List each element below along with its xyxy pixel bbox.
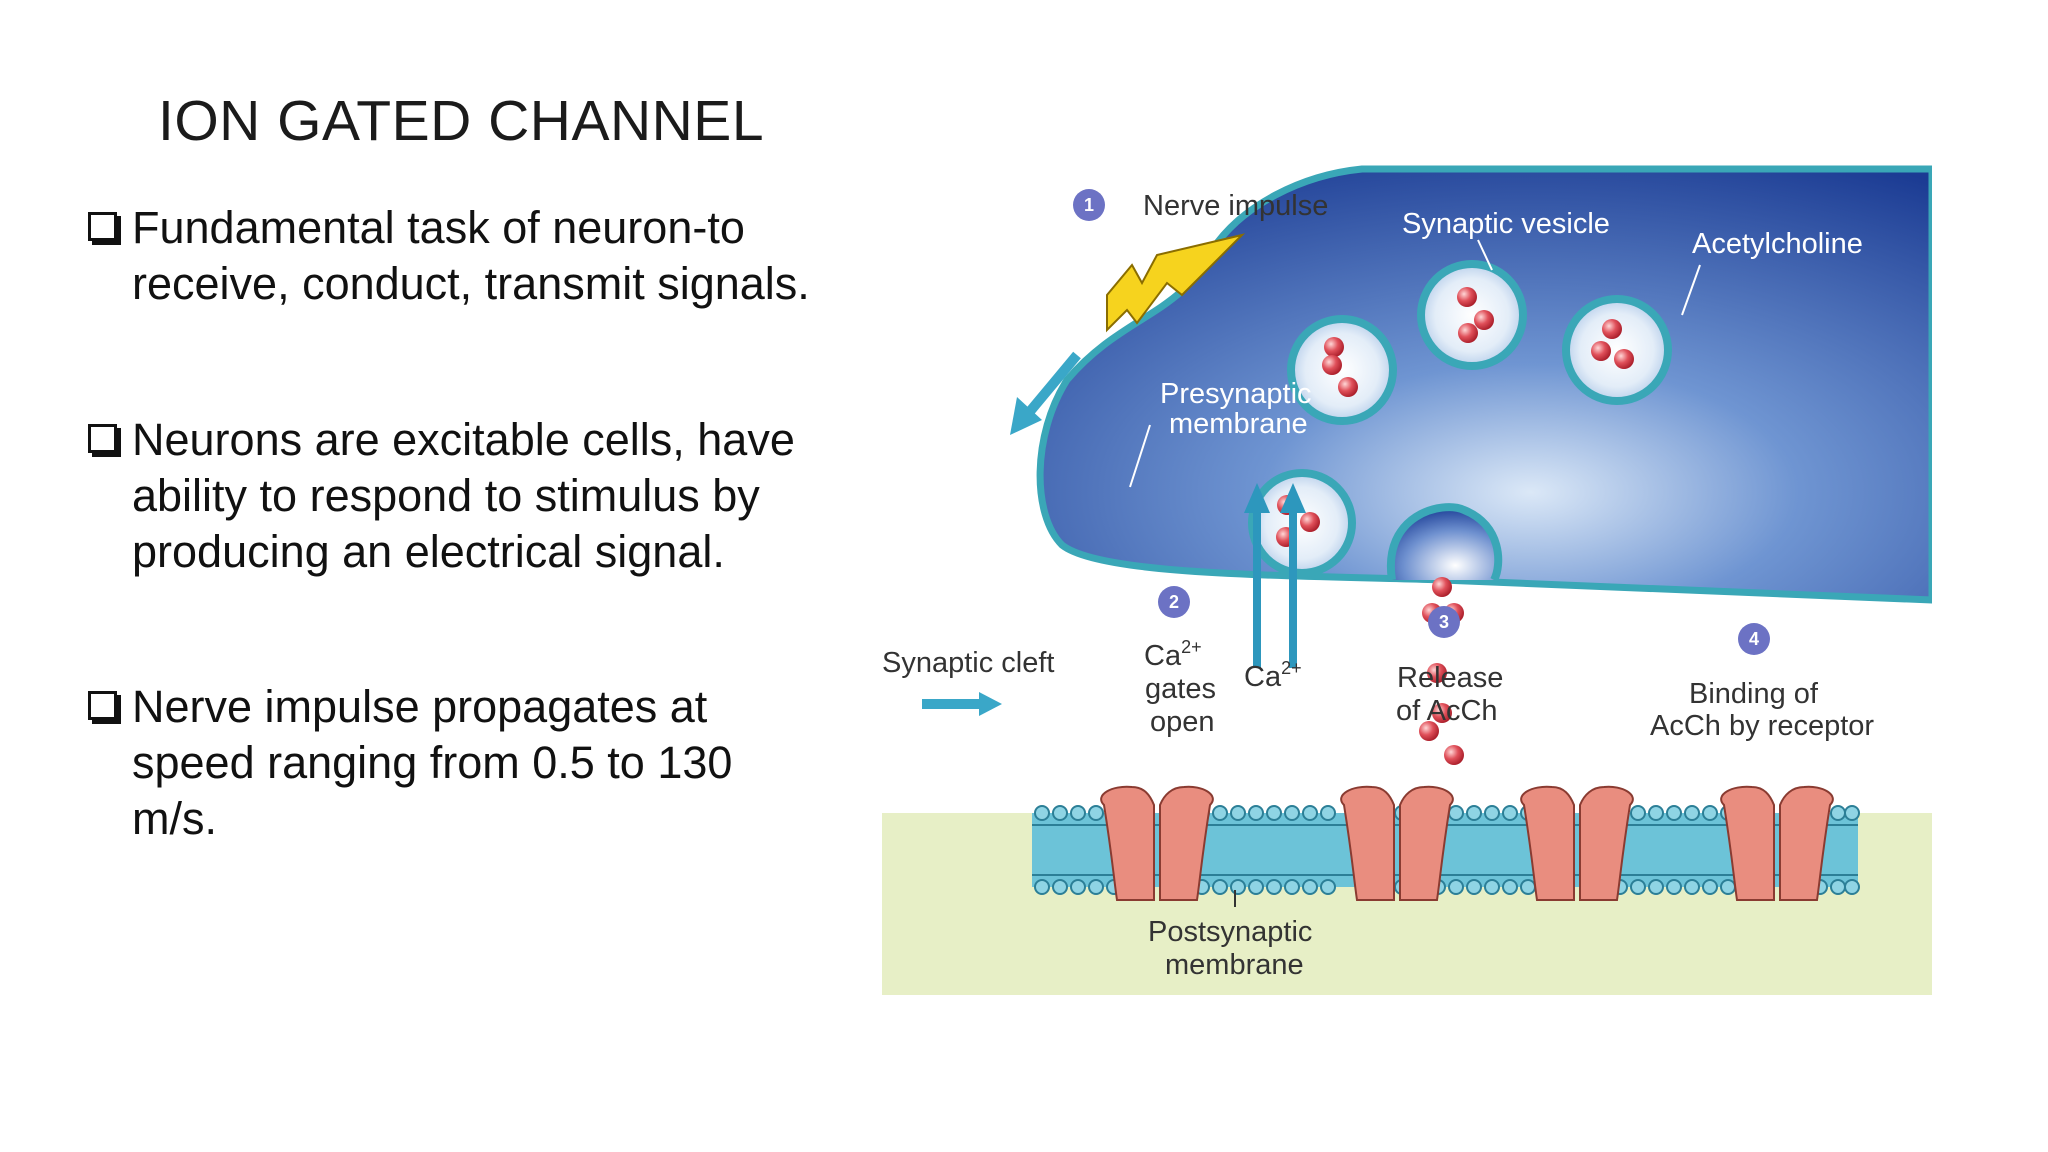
svg-text:1: 1 bbox=[1084, 195, 1094, 215]
label-open: open bbox=[1150, 706, 1215, 738]
checkbox-bullet-icon bbox=[88, 424, 117, 453]
bullet-list: Fundamental task of neuron-to receive, c… bbox=[84, 200, 814, 947]
svg-text:3: 3 bbox=[1439, 612, 1449, 632]
checkbox-bullet-icon bbox=[88, 212, 117, 241]
bullet-text: Fundamental task of neuron-to receive, c… bbox=[132, 202, 810, 309]
bullet-item: Neurons are excitable cells, have abilit… bbox=[84, 412, 814, 580]
bullet-text: Nerve impulse propagates at speed rangin… bbox=[132, 681, 733, 844]
bullet-item: Fundamental task of neuron-to receive, c… bbox=[84, 200, 814, 312]
label-presynaptic-membrane: membrane bbox=[1169, 408, 1308, 440]
label-acetylcholine: Acetylcholine bbox=[1692, 228, 1863, 260]
label-nerve-impulse: Nerve impulse bbox=[1143, 190, 1328, 222]
label-postsynaptic: Postsynaptic bbox=[1148, 916, 1312, 948]
label-presynaptic: Presynaptic bbox=[1160, 378, 1312, 410]
label-of-acch: of AcCh bbox=[1396, 695, 1498, 727]
bullet-item: Nerve impulse propagates at speed rangin… bbox=[84, 679, 814, 847]
label-acch-receptor: AcCh by receptor bbox=[1650, 710, 1874, 742]
lightning-bolt-icon bbox=[1106, 233, 1246, 333]
synaptic-vesicles bbox=[1248, 260, 1672, 582]
slide-title: ION GATED CHANNEL bbox=[158, 89, 765, 153]
synapse-diagram: 1 2 3 4 Nerve impulse Synaptic vesicle A… bbox=[882, 165, 1932, 995]
label-gates: gates bbox=[1145, 673, 1216, 705]
label-postsynaptic-membrane: membrane bbox=[1165, 949, 1304, 981]
svg-text:4: 4 bbox=[1749, 629, 1759, 649]
step-badges: 1 2 3 4 bbox=[1073, 189, 1770, 655]
label-synaptic-vesicle: Synaptic vesicle bbox=[1402, 208, 1610, 240]
label-synaptic-cleft: Synaptic cleft bbox=[882, 647, 1054, 679]
svg-text:2: 2 bbox=[1169, 592, 1179, 612]
label-ca-ion: Ca2+ bbox=[1244, 658, 1302, 693]
impulse-arrow-icon bbox=[1010, 351, 1081, 435]
bullet-text: Neurons are excitable cells, have abilit… bbox=[132, 414, 795, 577]
calcium-arrows-icon bbox=[1244, 483, 1306, 668]
label-release: Release bbox=[1397, 662, 1503, 694]
checkbox-bullet-icon bbox=[88, 691, 117, 720]
acetylcholine-receptors bbox=[1100, 785, 1834, 901]
label-ca-gates: Ca2+ bbox=[1144, 637, 1202, 672]
cleft-arrow-icon bbox=[922, 692, 1002, 716]
label-binding: Binding of bbox=[1689, 678, 1819, 710]
